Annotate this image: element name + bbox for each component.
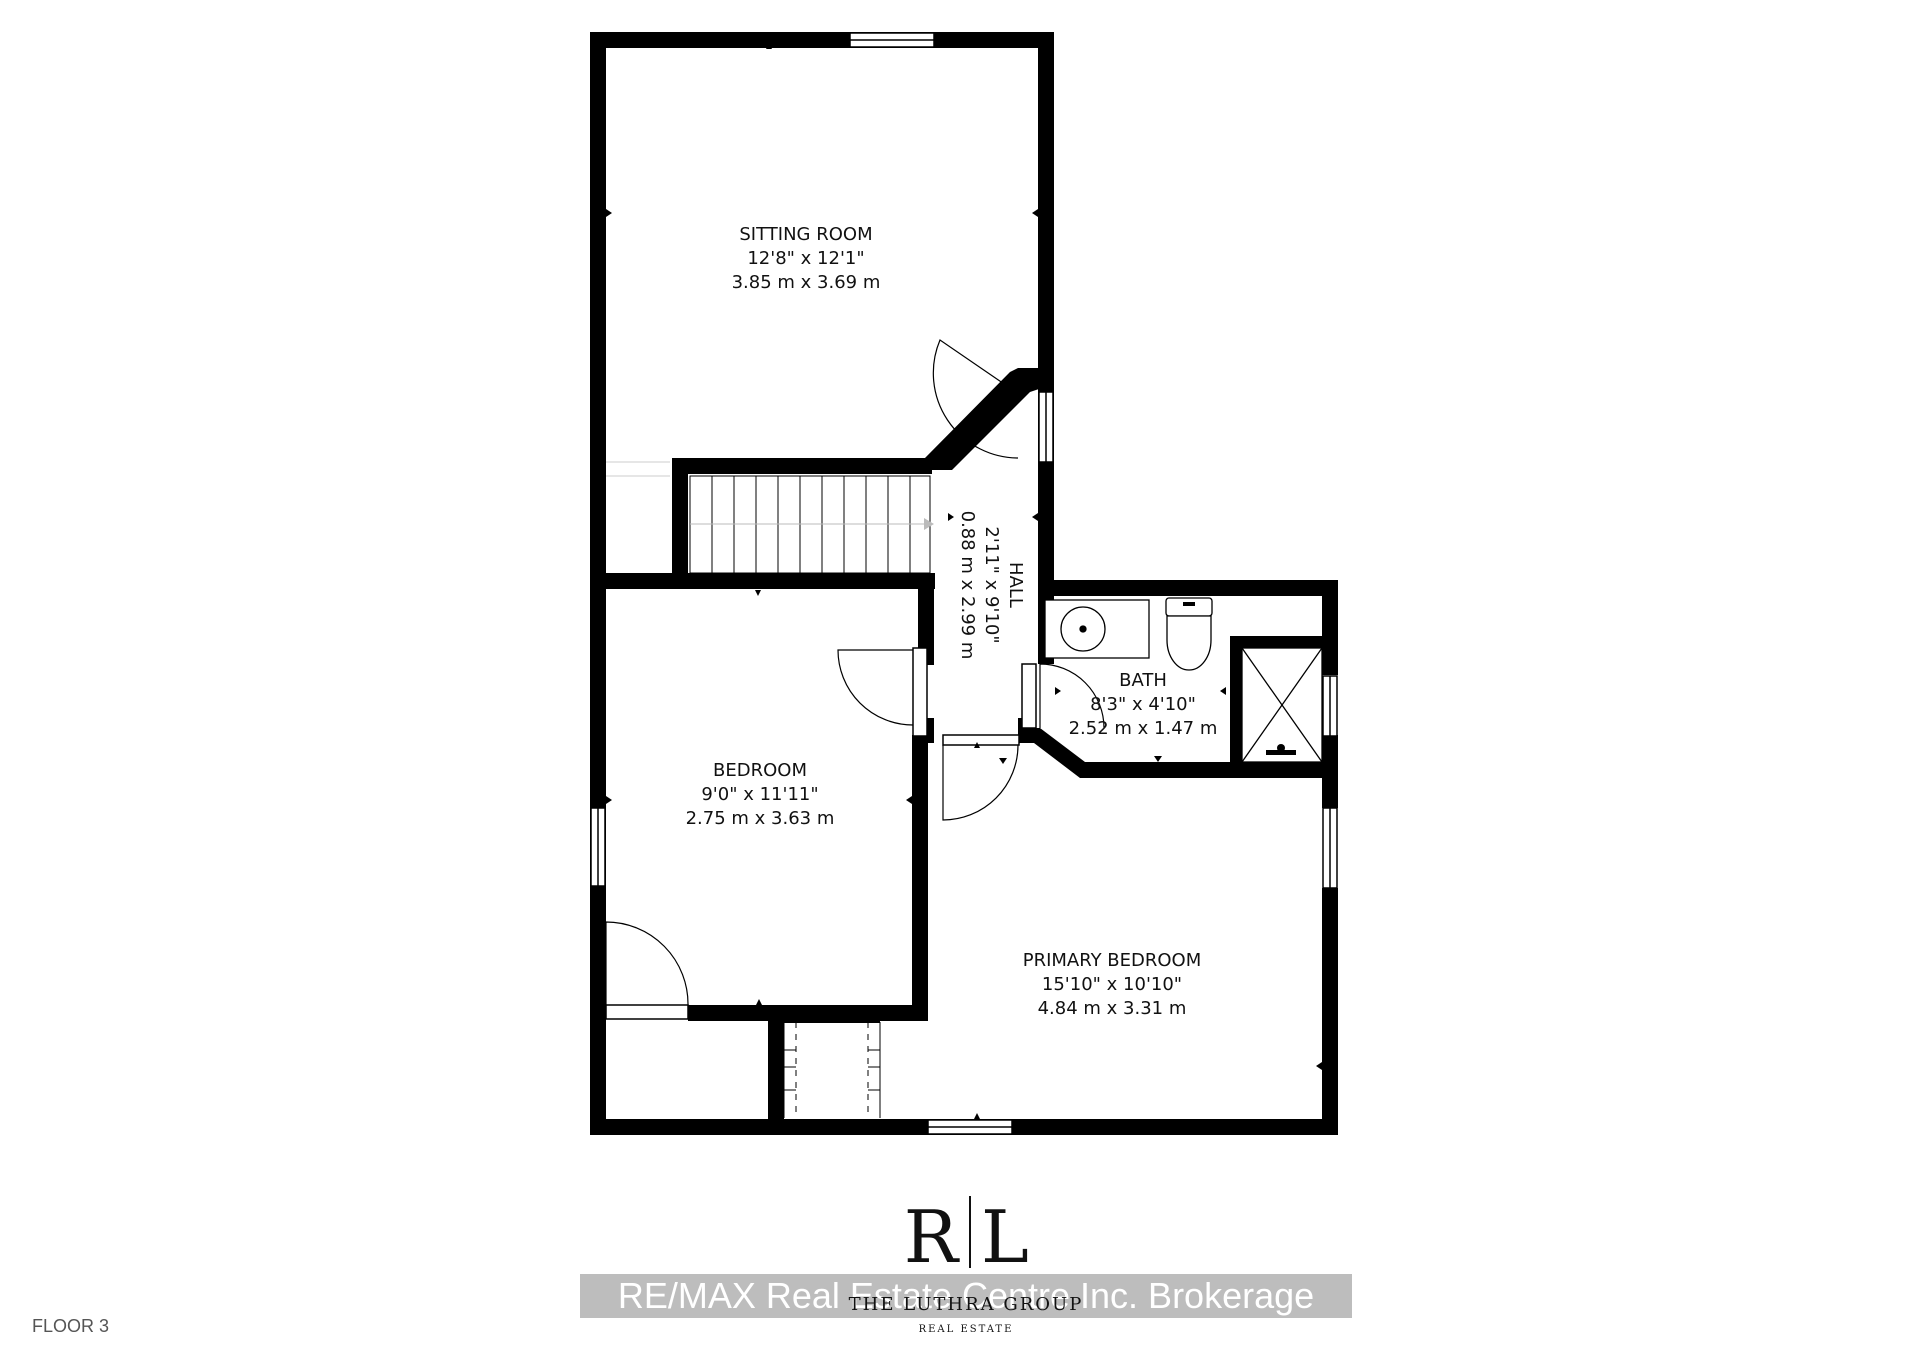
door-jamb-closet (605, 1004, 689, 1020)
walls (590, 32, 1338, 1135)
wall-bath-right (1322, 580, 1338, 675)
logo-tagline: REAL ESTATE (919, 1324, 1014, 1335)
sink-icon (1044, 599, 1150, 659)
windows (590, 32, 1338, 1135)
watermark-band (580, 1274, 1352, 1318)
hall-name: HALL (1005, 562, 1026, 608)
logo-name: THE LUTHRA GROUP (849, 1294, 1084, 1315)
wall-right-upper (1038, 32, 1054, 384)
dimension-markers (606, 43, 1334, 1119)
door-bath (1039, 663, 1105, 729)
wall-closet-divider (768, 1005, 784, 1135)
wall-shower-top (1230, 636, 1322, 648)
doors (605, 339, 1105, 1006)
stairs-upper (606, 461, 934, 574)
bedroom-name: BEDROOM (713, 760, 807, 781)
bath-fixtures (1044, 597, 1323, 763)
wall-bedroom-right (912, 735, 928, 1020)
wall-stair-left (672, 458, 688, 588)
floor-label: FLOOR 3 (32, 1316, 109, 1336)
door-closet (605, 921, 689, 1006)
luthra-group-logo: R L (904, 1195, 1029, 1279)
wall-stair-top (672, 458, 932, 474)
hall-imperial: 2'11" x 9'10" (981, 526, 1002, 643)
primary-bedroom-name: PRIMARY BEDROOM (1023, 950, 1202, 971)
wall-mid-horizontal (590, 573, 935, 589)
bedroom-metric: 2.75 m x 3.63 m (686, 808, 835, 829)
wall-hall-left (918, 575, 934, 665)
room-label-hall: HALL 2'11" x 9'10" 0.88 m x 2.99 m (957, 511, 1026, 660)
room-label-sitting-room: SITTING ROOM 12'8" x 12'1" 3.85 m x 3.69… (732, 224, 881, 293)
wall-primary-right-upper (1322, 780, 1338, 808)
bath-name: BATH (1119, 670, 1167, 691)
stairs-lower (783, 1021, 881, 1118)
logo-divider (969, 1196, 971, 1268)
room-label-bedroom: BEDROOM 9'0" x 11'11" 2.75 m x 3.63 m (686, 760, 835, 829)
wall-top (590, 32, 1054, 48)
room-label-bath: BATH 8'3" x 4'10" 2.52 m x 1.47 m (1069, 670, 1218, 739)
wall-bath-bottom-diagonal (1018, 728, 1338, 778)
wall-bedroom-bottom (688, 1005, 928, 1021)
sitting-room-name: SITTING ROOM (739, 224, 872, 245)
brokerage-watermark: RE/MAX Real Estate Centre Inc. Brokerage (618, 1275, 1314, 1316)
sitting-room-metric: 3.85 m x 3.69 m (732, 272, 881, 293)
wall-diagonal-hall (925, 368, 1054, 470)
logo-letter-r: R (904, 1195, 960, 1279)
logo-letter-l: L (981, 1195, 1029, 1279)
sitting-room-imperial: 12'8" x 12'1" (747, 248, 864, 269)
bath-metric: 2.52 m x 1.47 m (1069, 718, 1218, 739)
door-jamb-hall-bedroom (912, 647, 928, 737)
wall-primary-right (1322, 888, 1338, 1135)
door-sitting-room (932, 339, 1019, 459)
wall-bath-right-lower (1322, 735, 1338, 785)
door-jamb-hall-primary (942, 734, 1020, 746)
primary-bedroom-imperial: 15'10" x 10'10" (1042, 974, 1182, 995)
hall-metric: 0.88 m x 2.99 m (957, 511, 978, 660)
shower-icon (1241, 647, 1323, 763)
wall-shower-left (1230, 636, 1242, 766)
bedroom-imperial: 9'0" x 11'11" (701, 784, 818, 805)
primary-bedroom-metric: 4.84 m x 3.31 m (1038, 998, 1187, 1019)
door-bedroom (837, 649, 914, 726)
bath-imperial: 8'3" x 4'10" (1090, 694, 1196, 715)
door-jamb-hall-bath (1021, 663, 1037, 729)
toilet-icon (1165, 597, 1213, 671)
room-label-primary-bedroom: PRIMARY BEDROOM 15'10" x 10'10" 4.84 m x… (1023, 950, 1202, 1019)
wall-bath-top (1038, 580, 1338, 596)
door-primary (942, 744, 1019, 821)
